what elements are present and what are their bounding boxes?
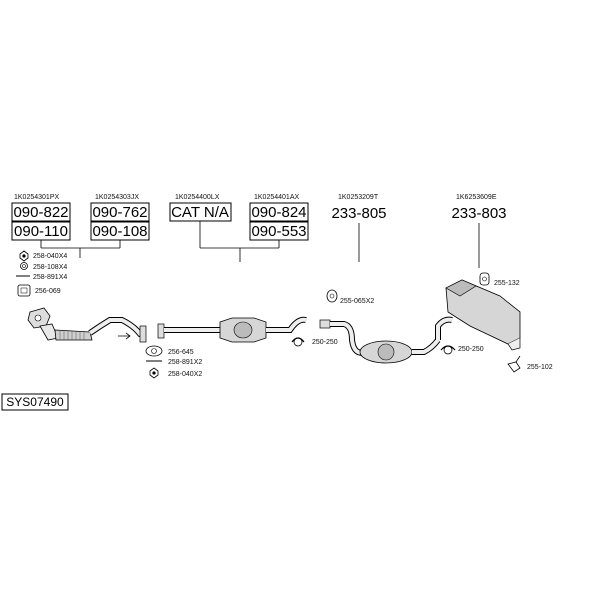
system-code: SYS07490: [6, 395, 64, 409]
rubber-mount-icon: [479, 272, 490, 286]
rubber-mount-icon: [326, 289, 338, 303]
part-box-090-108[interactable]: 090-108: [90, 221, 150, 241]
nut-icon: [149, 367, 159, 379]
hardware-label-258-108x4: 258-108X4: [33, 264, 67, 271]
part-number-label: 090-822: [13, 204, 68, 221]
part-box-090-822[interactable]: 090-822: [11, 202, 71, 222]
hardware-label-250-250-a: 250-250: [312, 339, 338, 346]
part-number-label: 233-803: [451, 205, 506, 222]
part-number-label: 090-824: [251, 204, 306, 221]
part-number-233-803[interactable]: 233-803: [451, 205, 506, 222]
catalytic-converter-part[interactable]: [157, 316, 307, 343]
gasket-icon: [17, 284, 31, 297]
ref-1k0254303jx: 1K0254303JX: [95, 194, 139, 201]
hardware-label-258-040x2: 258-040X2: [168, 371, 202, 378]
part-number-label: 090-110: [14, 223, 68, 240]
hardware-label-255-102: 255-102: [527, 364, 553, 371]
centre-silencer-part[interactable]: [319, 319, 441, 364]
system-code-box: SYS07490: [1, 393, 69, 411]
part-number-label: 233-805: [331, 205, 386, 222]
hardware-label-255-065x2: 255-065X2: [340, 298, 374, 305]
hardware-label-255-132: 255-132: [494, 280, 520, 287]
part-box-090-110[interactable]: 090-110: [11, 221, 71, 241]
leader-lines: [40, 221, 480, 268]
ref-1k0253209t: 1K0253209T: [338, 194, 379, 201]
hardware-label-258-891x4: 258-891X4: [33, 274, 67, 281]
part-box-090-824[interactable]: 090-824: [249, 202, 309, 222]
part-number-label: 090-762: [92, 204, 147, 221]
part-number-label: CAT N/A: [171, 204, 229, 221]
nut-icon: [19, 250, 29, 262]
flange-gasket-icon: [145, 345, 163, 357]
part-number-233-805[interactable]: 233-805: [331, 205, 386, 222]
hardware-label-256-645: 256-645: [168, 349, 194, 356]
hardware-label-258-891x2: 258-891X2: [168, 359, 202, 366]
ref-1k0254301px: 1K0254301PX: [14, 194, 59, 201]
hardware-label-250-250-b: 250-250: [458, 346, 484, 353]
clamp-icon: [291, 337, 305, 347]
part-box-090-762[interactable]: 090-762: [90, 202, 150, 222]
washer-icon: [20, 262, 28, 270]
ref-1k6253609e: 1K6253609E: [456, 194, 497, 201]
hardware-label-256-069: 256-069: [35, 288, 61, 295]
hanger-icon: [507, 355, 521, 373]
part-box-cat-na[interactable]: CAT N/A: [169, 202, 232, 222]
part-number-label: 090-553: [251, 223, 306, 240]
clamp-icon: [440, 345, 456, 355]
part-box-090-553[interactable]: 090-553: [249, 221, 309, 241]
ref-1k0254400lx: 1K0254400LX: [175, 194, 220, 201]
hardware-label-258-040x4: 258-040X4: [33, 253, 67, 260]
ref-1k0254401ax: 1K0254401AX: [254, 194, 299, 201]
front-pipe-part[interactable]: [27, 307, 147, 343]
part-number-label: 090-108: [92, 223, 147, 240]
rear-silencer-part[interactable]: [435, 279, 521, 351]
